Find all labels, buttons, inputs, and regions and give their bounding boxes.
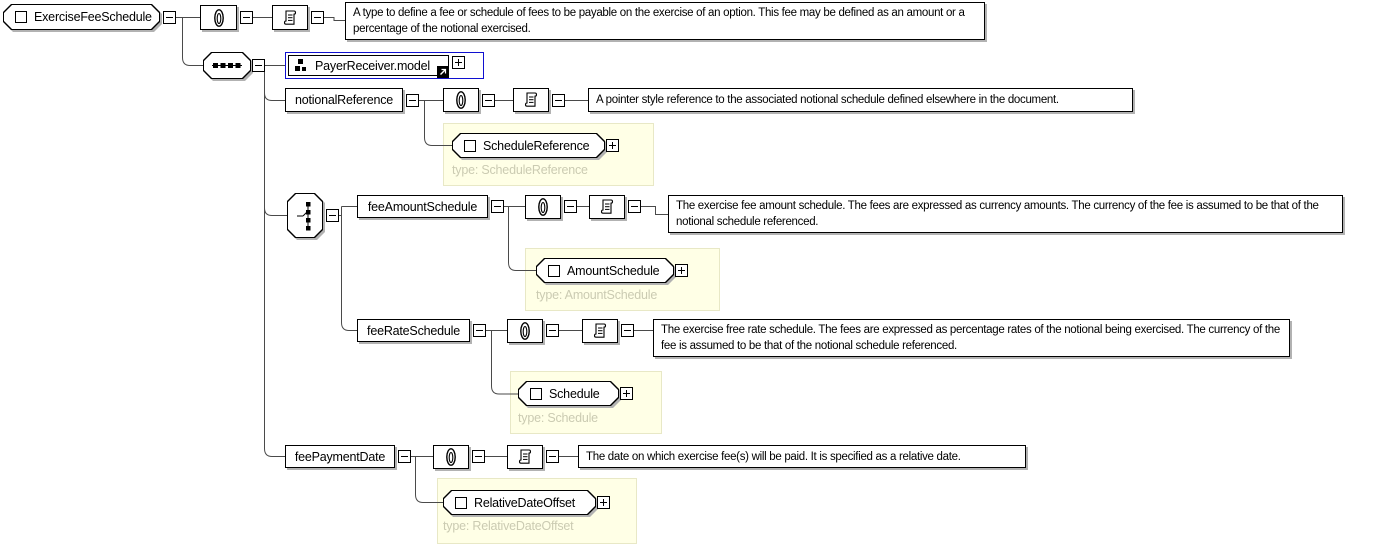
element-label: feeRateSchedule: [367, 323, 460, 338]
type-node-label: ScheduleReference: [483, 138, 590, 153]
scroll-icon: [518, 449, 532, 464]
collapse-button[interactable]: [491, 200, 504, 213]
collapse-button[interactable]: [546, 450, 559, 463]
element-label: feePaymentDate: [294, 449, 386, 464]
collapse-button[interactable]: [482, 94, 495, 107]
scroll-icon: [524, 92, 538, 107]
attributes-box[interactable]: [507, 319, 543, 343]
annotation-box[interactable]: [272, 5, 308, 30]
documentation-text: The exercise free rate schedule. The fee…: [653, 319, 1290, 357]
documentation-text: The date on which exercise fee(s) will b…: [578, 445, 1026, 468]
element-node-feerateschedule[interactable]: feeRateSchedule: [357, 319, 470, 342]
expand-button[interactable]: [452, 56, 465, 69]
complex-type-icon: [15, 11, 27, 23]
sequence-icon: [212, 63, 242, 68]
expand-button[interactable]: [675, 264, 688, 277]
element-node-feepaymentdate[interactable]: feePaymentDate: [285, 445, 395, 468]
type-node-label: Schedule: [549, 386, 600, 401]
root-type-label: ExerciseFeeSchedule: [34, 10, 152, 24]
scroll-icon: [600, 199, 614, 214]
paperclip-icon: [213, 8, 224, 27]
paperclip-icon: [538, 198, 548, 216]
sequence-compositor[interactable]: [203, 52, 251, 79]
collapse-button[interactable]: [406, 94, 419, 107]
complex-type-icon: [530, 387, 542, 400]
attributes-box[interactable]: [443, 88, 479, 112]
model-group-icon: [295, 59, 306, 71]
paperclip-icon: [456, 91, 466, 109]
documentation-text: The exercise fee amount schedule. The fe…: [668, 195, 1343, 233]
attributes-box[interactable]: [433, 445, 469, 469]
attributes-box[interactable]: [525, 195, 561, 219]
type-node-relativedateoffset[interactable]: RelativeDateOffset: [443, 490, 596, 515]
link-arrow-icon[interactable]: [437, 66, 449, 78]
type-caption: type: Schedule: [518, 411, 598, 425]
type-caption: type: AmountSchedule: [536, 288, 658, 302]
collapse-button[interactable]: [311, 11, 324, 24]
type-node-amountschedule[interactable]: AmountSchedule: [536, 258, 674, 283]
paperclip-icon: [446, 448, 456, 466]
collapse-button[interactable]: [552, 94, 565, 107]
annotation-box[interactable]: [513, 88, 549, 112]
type-node-label: AmountSchedule: [567, 263, 660, 278]
element-label: notionalReference: [294, 93, 394, 107]
type-node-label: RelativeDateOffset: [474, 495, 576, 510]
documentation-text: A type to define a fee or schedule of fe…: [345, 2, 985, 40]
collapse-button[interactable]: [240, 11, 253, 24]
collapse-button[interactable]: [564, 200, 577, 213]
collapse-button[interactable]: [163, 11, 176, 24]
annotation-box[interactable]: [507, 445, 543, 469]
root-type-node[interactable]: ExerciseFeeSchedule: [3, 4, 160, 30]
element-node-notionalreference[interactable]: notionalReference: [285, 88, 403, 112]
complex-type-icon: [464, 139, 476, 152]
type-node-schedule[interactable]: Schedule: [518, 381, 619, 406]
model-group-label: PayerReceiver.model: [315, 58, 431, 73]
scroll-icon: [593, 323, 607, 338]
annotation-box[interactable]: [589, 195, 625, 219]
type-caption: type: RelativeDateOffset: [443, 519, 574, 533]
collapse-button[interactable]: [326, 209, 339, 222]
type-node-schedulereference[interactable]: ScheduleReference: [452, 133, 605, 158]
annotation-box[interactable]: [582, 319, 618, 343]
expand-button[interactable]: [620, 387, 633, 400]
attributes-box[interactable]: [200, 5, 237, 30]
scroll-icon: [283, 9, 297, 25]
choice-icon: [297, 201, 311, 230]
complex-type-icon: [548, 264, 560, 277]
expand-button[interactable]: [606, 139, 619, 152]
paperclip-icon: [520, 322, 530, 340]
model-group-node-payerreceiver[interactable]: PayerReceiver.model: [285, 52, 484, 79]
collapse-button[interactable]: [473, 324, 486, 337]
collapse-button[interactable]: [621, 324, 634, 337]
element-label: feeAmountSchedule: [367, 199, 478, 214]
collapse-button[interactable]: [252, 59, 265, 72]
collapse-button[interactable]: [628, 200, 641, 213]
complex-type-icon: [455, 496, 467, 509]
collapse-button[interactable]: [472, 450, 485, 463]
documentation-text: A pointer style reference to the associa…: [588, 88, 1133, 112]
collapse-button[interactable]: [398, 450, 411, 463]
choice-compositor[interactable]: [287, 193, 323, 238]
element-node-feeamountschedule[interactable]: feeAmountSchedule: [357, 195, 488, 218]
type-caption: type: ScheduleReference: [452, 163, 588, 177]
collapse-button[interactable]: [546, 324, 559, 337]
expand-button[interactable]: [597, 496, 610, 509]
